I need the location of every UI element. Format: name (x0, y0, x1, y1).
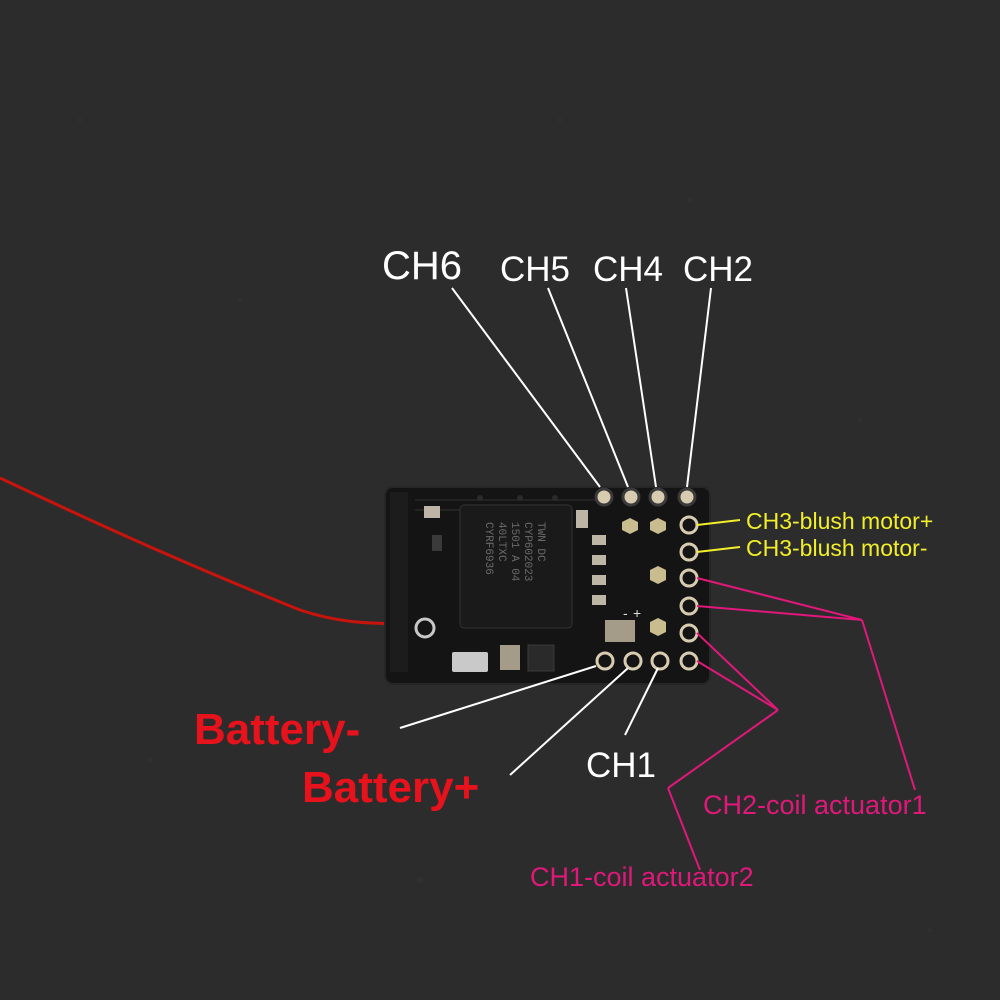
smd-component (432, 535, 442, 551)
smd-component (592, 595, 606, 605)
pad-octagon (650, 566, 666, 584)
leader-lines-yellow (696, 519, 741, 553)
label-battery-plus: Battery+ (302, 763, 480, 812)
chip-marking-text: CYP602023 (521, 522, 533, 581)
pad-octagon (622, 518, 638, 534)
label-battery-minus: Battery- (194, 705, 361, 754)
pad-octagon (650, 518, 666, 534)
smd-component (452, 652, 488, 672)
smd-component (424, 506, 440, 518)
smd-component (605, 620, 635, 642)
pad-octagon (650, 618, 666, 636)
label-ch3-motor-plus: CH3-blush motor+ (746, 508, 934, 534)
chip-marking-text: 40LTXC (495, 522, 507, 562)
svg-text:+: + (633, 605, 641, 621)
leader-lines-white (399, 287, 712, 776)
svg-text:-: - (623, 605, 628, 621)
background-texture (78, 118, 932, 932)
smd-component (500, 645, 520, 670)
pin-row-top (594, 487, 697, 507)
chip-marking-text: CYRF6936 (482, 522, 494, 575)
smd-component (592, 575, 606, 585)
label-ch6: CH6 (382, 244, 463, 288)
leader-lines-pink (667, 577, 916, 871)
label-ch4: CH4 (593, 250, 664, 289)
antenna-solder-joint (414, 617, 436, 639)
antenna-wire (0, 476, 430, 647)
pin-row-bottom (595, 651, 699, 671)
chip-marking-text: 1501 A 04 (508, 522, 520, 582)
chip-marking-text: TWN DC (534, 522, 546, 562)
label-ch5: CH5 (500, 250, 571, 289)
label-ch3-motor-minus: CH3-blush motor- (746, 535, 928, 561)
label-ch2-coil-actuator: CH2-coil actuator1 (703, 790, 927, 820)
label-ch1-coil-actuator: CH1-coil actuator2 (530, 862, 754, 892)
smd-component (592, 535, 606, 545)
smd-component (592, 555, 606, 565)
smd-component (527, 644, 555, 672)
label-ch2: CH2 (683, 250, 754, 289)
smd-component (576, 510, 588, 528)
label-ch1: CH1 (586, 746, 657, 785)
